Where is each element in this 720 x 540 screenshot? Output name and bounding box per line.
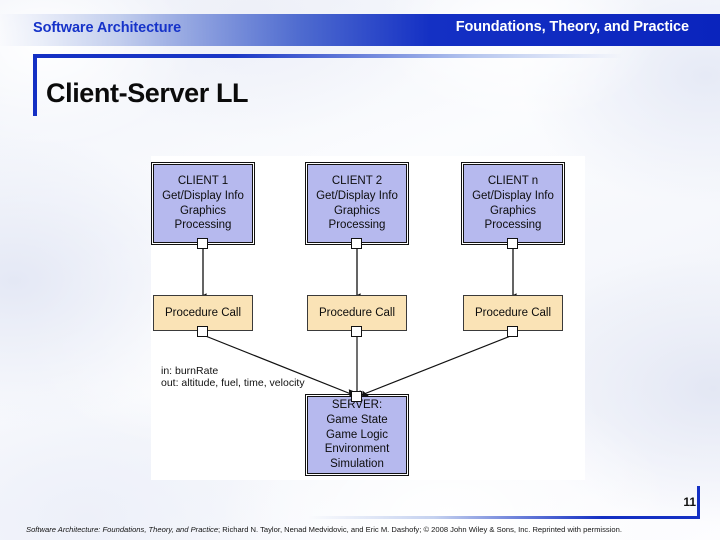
interface-annotation: in: burnRate out: altitude, fuel, time, … [161, 365, 305, 390]
header-band [0, 14, 720, 46]
footer-citation-title: Software Architecture: Foundations, Theo… [26, 525, 219, 534]
node-client-2[interactable]: CLIENT 2 Get/Display Info Graphics Proce… [304, 161, 410, 246]
port-client-2-bottom[interactable] [351, 238, 362, 249]
annotation-out-line: out: altitude, fuel, time, velocity [161, 377, 305, 390]
node-label: CLIENT n [487, 174, 539, 187]
port-procedure-call-1-bottom[interactable] [197, 326, 208, 337]
node-label: Get/Display Info [472, 189, 554, 202]
footer-citation: Software Architecture: Foundations, Theo… [26, 525, 622, 534]
port-procedure-call-2-bottom[interactable] [351, 326, 362, 337]
page-number: 11 [683, 495, 696, 509]
node-label: Procedure Call [318, 306, 396, 319]
node-label: Game Logic [325, 428, 388, 441]
node-label: CLIENT 2 [331, 174, 383, 187]
node-procedure-call-2[interactable]: Procedure Call [307, 295, 407, 331]
node-label: Get/Display Info [316, 189, 398, 202]
node-client-1[interactable]: CLIENT 1 Get/Display Info Graphics Proce… [150, 161, 256, 246]
header-right-title: Foundations, Theory, and Practice [455, 19, 689, 35]
node-label: Processing [174, 219, 232, 232]
node-label: Graphics [489, 204, 537, 217]
node-label: CLIENT 1 [177, 174, 229, 187]
node-label: Procedure Call [164, 306, 242, 319]
port-client-n-bottom[interactable] [507, 238, 518, 249]
port-client-1-bottom[interactable] [197, 238, 208, 249]
accent-vertical-bar [33, 54, 37, 116]
footer-rule [0, 516, 700, 519]
node-label: SERVER: [331, 399, 383, 411]
node-server[interactable]: SERVER: Game State Game Logic Environmen… [304, 393, 410, 477]
node-label: Get/Display Info [162, 189, 244, 202]
node-label: Game State [326, 413, 388, 426]
node-label: Graphics [333, 204, 381, 217]
page-title: Client-Server LL [46, 78, 249, 108]
accent-rule [33, 54, 623, 58]
footer-vertical-bar [697, 486, 700, 519]
node-label: Graphics [179, 204, 227, 217]
node-client-n[interactable]: CLIENT n Get/Display Info Graphics Proce… [460, 161, 566, 246]
node-label: Procedure Call [474, 306, 552, 319]
footer-citation-rest: ; Richard N. Taylor, Nenad Medvidovic, a… [218, 525, 622, 534]
node-label: Environment [324, 443, 390, 456]
annotation-in-line: in: burnRate [161, 365, 219, 377]
architecture-diagram: CLIENT 1 Get/Display Info Graphics Proce… [150, 156, 585, 480]
diagram-connectors [199, 248, 517, 399]
header-left-title: Software Architecture [33, 20, 182, 36]
node-label: Processing [484, 219, 542, 232]
port-server-top[interactable] [351, 391, 362, 402]
node-procedure-call-3[interactable]: Procedure Call [463, 295, 563, 331]
node-label: Simulation [330, 458, 384, 471]
node-label: Processing [328, 219, 386, 232]
port-procedure-call-3-bottom[interactable] [507, 326, 518, 337]
